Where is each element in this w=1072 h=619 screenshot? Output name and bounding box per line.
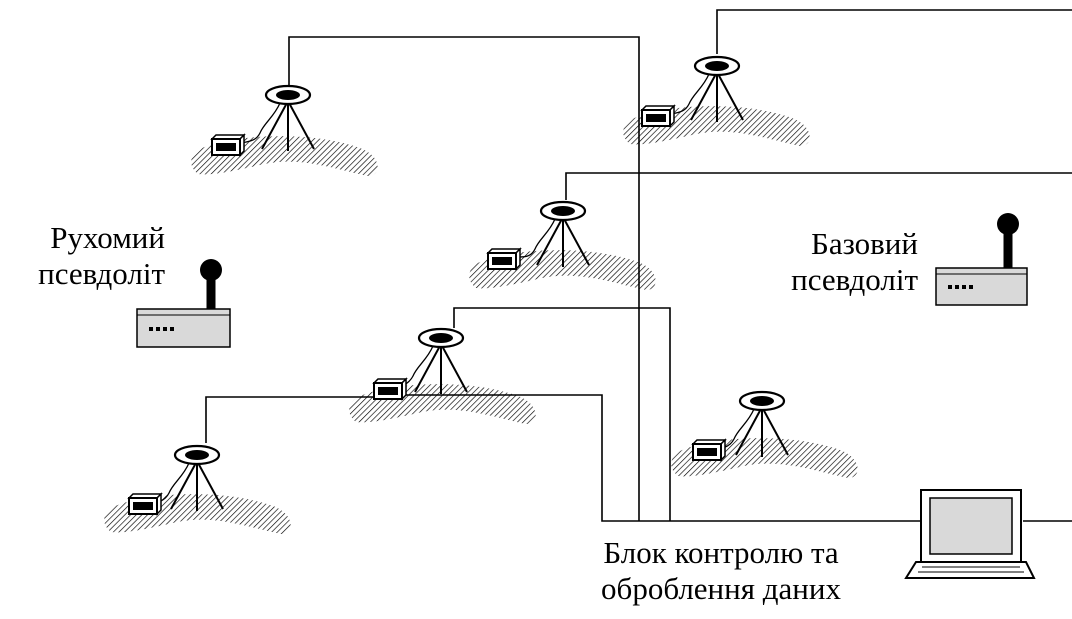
line-station-4 <box>453 307 671 521</box>
laptop-icon <box>904 489 1036 579</box>
receiver-box-icon <box>691 438 727 462</box>
receiver-box-icon <box>210 133 246 157</box>
base-pseudolite-label: Базовий псевдоліт <box>755 226 918 298</box>
mobile-pseudolite-label-line-2: псевдоліт <box>38 256 165 291</box>
station-3 <box>469 200 656 290</box>
base-pseudolite-icon <box>935 213 1028 306</box>
line-station-1 <box>288 36 640 521</box>
tripod-antenna-icon <box>722 390 789 457</box>
station-1 <box>191 84 378 176</box>
line-station-5 <box>205 396 374 443</box>
tripod-antenna-icon <box>517 200 590 267</box>
tripod-antenna-icon <box>403 327 468 394</box>
station-6 <box>671 390 858 478</box>
base-pseudolite-label-line-2: псевдоліт <box>791 262 918 297</box>
receiver-box-icon <box>127 492 163 516</box>
mobile-pseudolite-label-line-1: Рухомий <box>50 220 165 255</box>
mobile-pseudolite-label: Рухомий псевдоліт <box>8 220 165 292</box>
receiver-box-icon <box>486 247 522 271</box>
control-unit-label-line-2: оброблення даних <box>601 571 841 606</box>
receiver-box-icon <box>640 104 676 128</box>
tripod-antenna-icon <box>671 55 744 122</box>
station-4 <box>349 327 536 424</box>
control-unit-label: Блок контролю та оброблення даних <box>560 535 882 607</box>
station-5 <box>104 444 291 534</box>
station-2 <box>623 55 810 146</box>
mobile-pseudolite-icon <box>136 259 231 348</box>
tripod-antenna-icon <box>241 84 315 151</box>
control-unit-label-line-1: Блок контролю та <box>603 535 839 570</box>
receiver-box-icon <box>372 377 408 401</box>
line-station-2 <box>716 9 1072 54</box>
base-pseudolite-label-line-1: Базовий <box>811 226 918 261</box>
line-station-3 <box>565 172 1072 200</box>
